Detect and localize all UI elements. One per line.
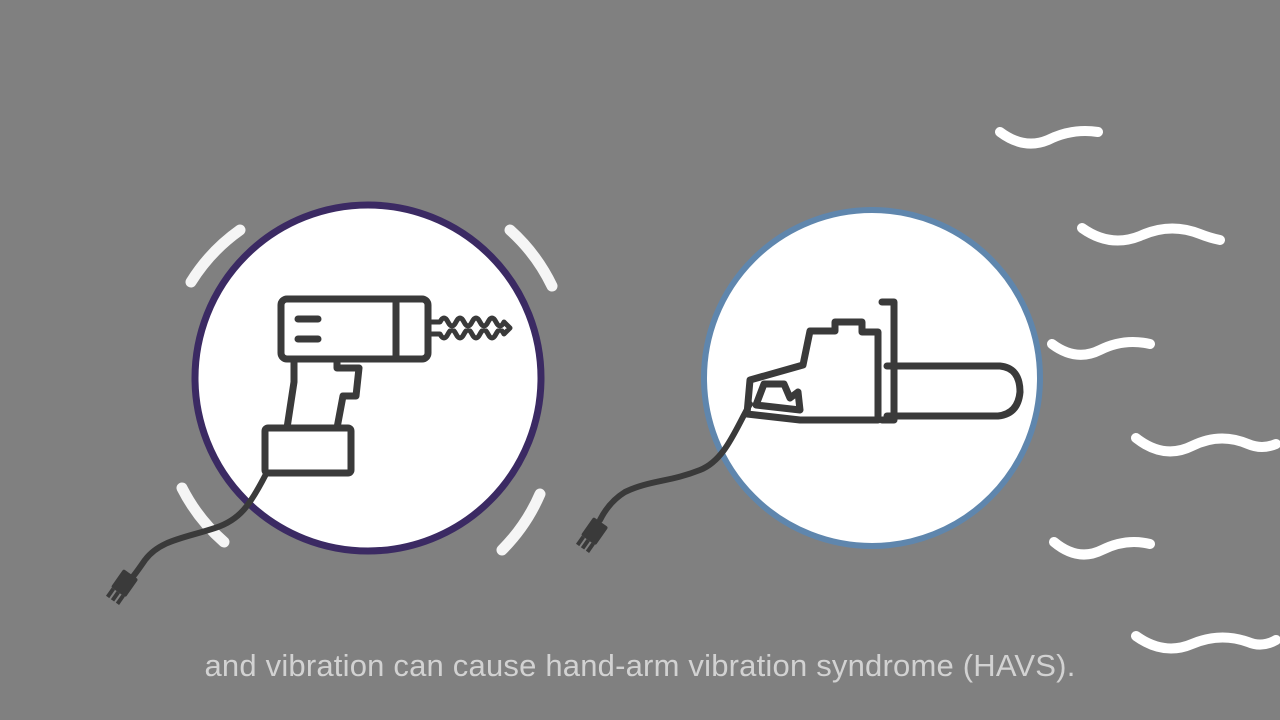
chainsaw-icon	[743, 298, 1024, 424]
vibration-wave-icon	[1131, 433, 1280, 457]
subtitle-caption: and vibration can cause hand-arm vibrati…	[204, 648, 1076, 683]
chainsaw-cord	[597, 401, 753, 523]
drill-cord	[127, 471, 269, 583]
drill-circle	[191, 201, 545, 555]
vibration-wave-icon	[1049, 537, 1155, 560]
power-drill-icon	[261, 295, 513, 477]
chainsaw-circle	[701, 207, 1043, 549]
power-plug-icon	[575, 517, 608, 553]
vibration-wave-icon	[1131, 631, 1280, 654]
drill-vibration-arcs	[176, 224, 558, 556]
vibration-wave-icon	[1077, 223, 1225, 246]
vibration-wave-icon	[995, 126, 1103, 149]
vibration-wave-icon	[1047, 337, 1155, 360]
power-plug-icon	[105, 569, 138, 605]
